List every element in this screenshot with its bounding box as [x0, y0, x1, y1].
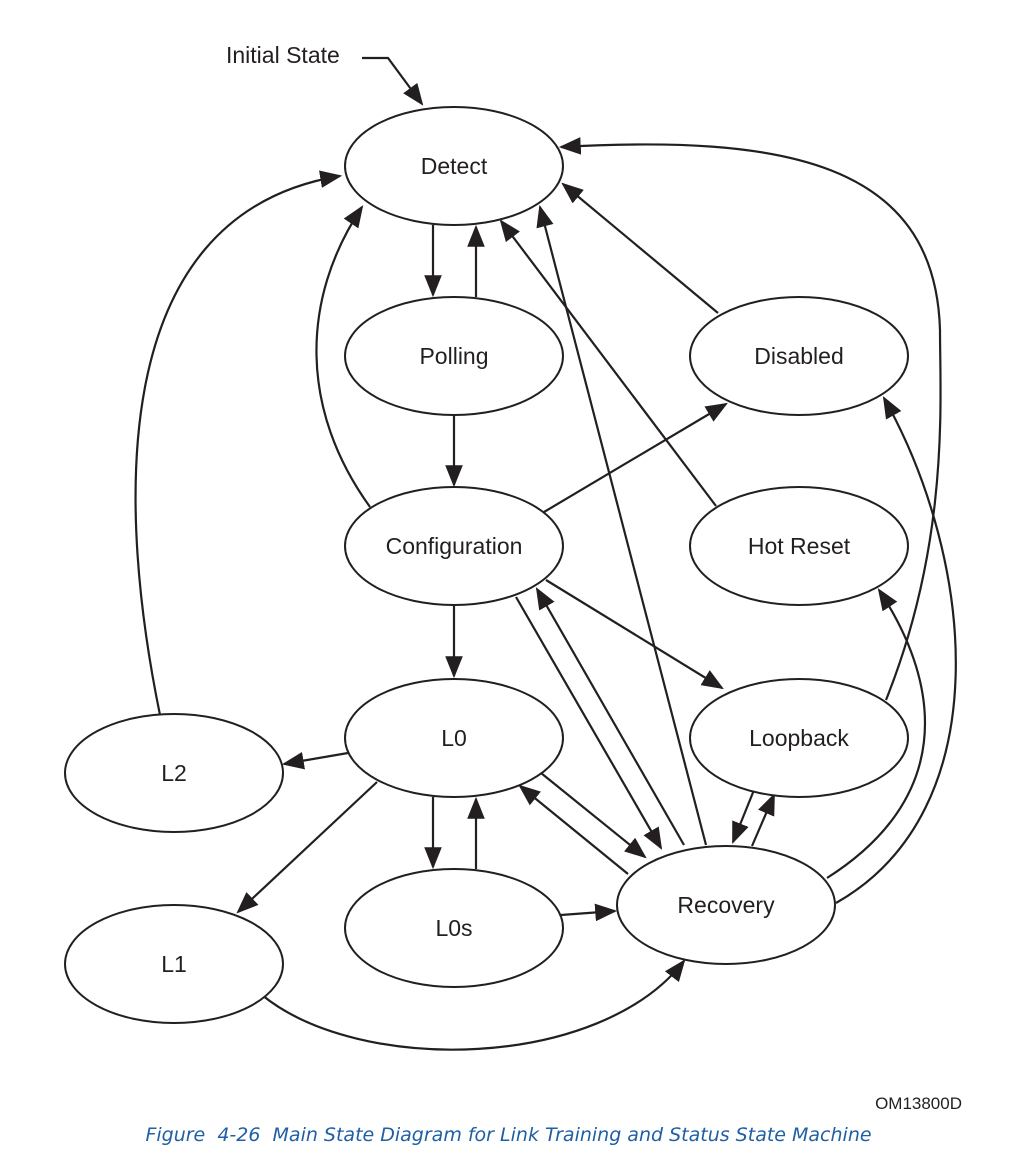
edge-recovery-l0 [518, 784, 629, 875]
state-label-polling: Polling [419, 343, 488, 369]
state-l1: L1 [64, 904, 284, 1024]
edge-configuration-recovery [515, 596, 663, 850]
edge-recovery-hotreset [826, 588, 927, 879]
state-label-detect: Detect [421, 153, 488, 179]
state-l0: L0 [344, 678, 564, 798]
edges [134, 56, 957, 1051]
figure-caption: Figure 4-26 Main State Diagram for Link … [145, 1124, 872, 1146]
state-label-hot-reset: Hot Reset [748, 533, 851, 559]
edge-loopback-recovery [731, 789, 756, 845]
edge-l1-recovery [261, 959, 686, 1051]
edge-initial-detect [362, 56, 424, 106]
edge-disabled-detect [561, 182, 719, 314]
figure-code: OM13800D [875, 1094, 962, 1113]
edge-recovery-configuration [535, 587, 685, 846]
edge-hotreset-detect [499, 219, 717, 507]
edge-loopback-detect [558, 137, 942, 701]
state-loopback: Loopback [689, 678, 909, 798]
state-l0s: L0s [344, 868, 564, 988]
states: Detect Polling Disabled Configuration Ho… [64, 106, 909, 1024]
state-label-disabled: Disabled [754, 343, 844, 369]
edge-recovery-loopback [750, 792, 776, 847]
state-label-loopback: Loopback [749, 725, 849, 751]
edge-configuration-disabled [543, 402, 728, 513]
state-disabled: Disabled [689, 296, 909, 416]
initial-state-label: Initial State [226, 42, 340, 68]
state-l2: L2 [64, 713, 284, 833]
edge-recovery-detect [536, 204, 708, 846]
state-polling: Polling [344, 296, 564, 416]
state-label-configuration: Configuration [386, 533, 523, 559]
edge-l2-detect [134, 170, 343, 716]
state-hot-reset: Hot Reset [689, 486, 909, 606]
state-label-l0s: L0s [435, 915, 472, 941]
edge-l0-l2 [281, 751, 349, 770]
state-detect: Detect [344, 106, 564, 226]
state-recovery: Recovery [616, 845, 836, 965]
state-label-l1: L1 [161, 951, 187, 977]
state-label-l0: L0 [441, 725, 467, 751]
state-label-recovery: Recovery [677, 892, 775, 918]
edge-recovery-disabled [835, 396, 957, 904]
state-configuration: Configuration [344, 486, 564, 606]
edge-l0-recovery [540, 772, 647, 859]
state-label-l2: L2 [161, 760, 187, 786]
edge-configuration-detect [315, 205, 371, 508]
edge-l0-l1 [236, 781, 378, 914]
edge-configuration-loopback [545, 579, 724, 690]
edge-l0s-recovery [560, 903, 618, 922]
